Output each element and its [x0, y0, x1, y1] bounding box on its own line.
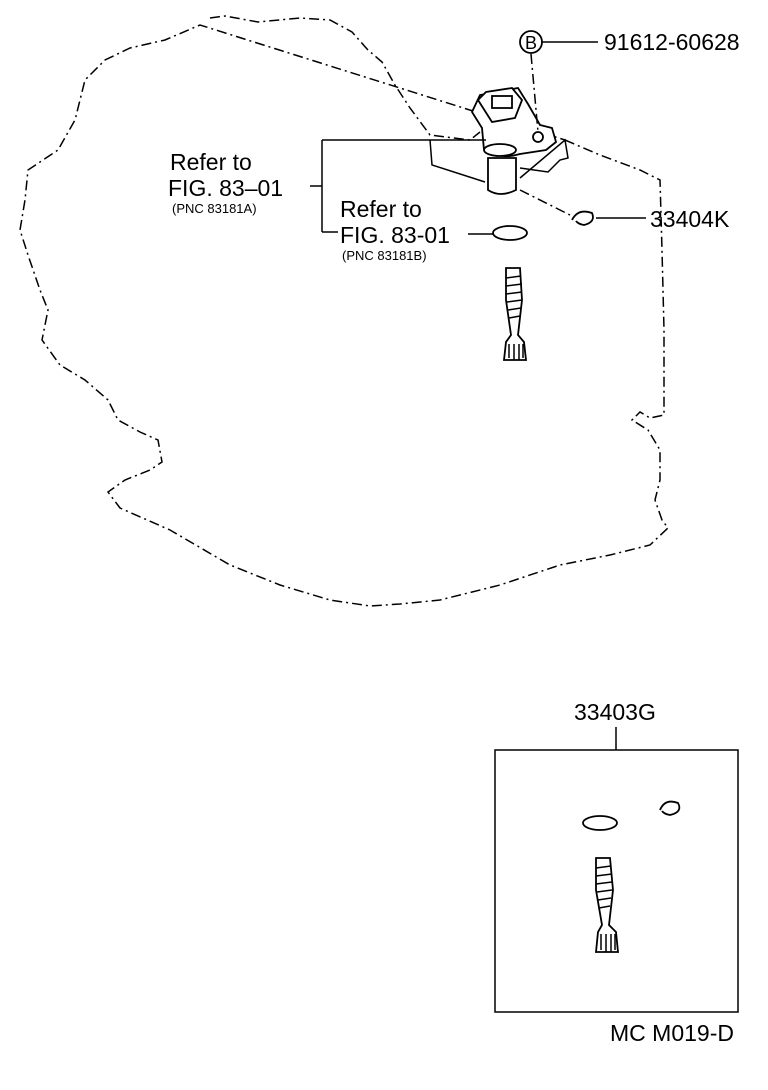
refer-a-leader [310, 139, 486, 233]
badge-b-label: B [525, 33, 537, 53]
kit-o-ring [582, 815, 618, 831]
callout-refer-a: Refer to FIG. 83–01 (PNC 83181A) [168, 139, 486, 233]
callout-refer-b: Refer to FIG. 83-01 (PNC 83181B) [340, 196, 494, 263]
kit-driven-gear-shaft [595, 857, 619, 953]
clip-dash-leader [519, 189, 571, 216]
bolt-part-number: 91612-60628 [604, 29, 740, 55]
clip-part-number: 33404K [650, 206, 730, 232]
transmission-case-outline [19, 15, 670, 607]
refer-a-figure: FIG. 83–01 [168, 175, 283, 201]
kit-33403g: 33403G [494, 699, 739, 1013]
refer-b-figure: FIG. 83-01 [340, 222, 450, 248]
kit-box [494, 749, 739, 1013]
refer-a-pnc: (PNC 83181A) [172, 201, 257, 216]
kit-clip [659, 800, 681, 816]
speed-sensor [470, 87, 558, 195]
refer-a-line1: Refer to [170, 149, 252, 175]
sensor-mount-boss [429, 138, 569, 183]
callout-clip: 33404K [519, 189, 730, 232]
figure-code: MC M019-D [610, 1020, 734, 1046]
refer-b-line1: Refer to [340, 196, 422, 222]
callout-bolt: B 91612-60628 [519, 29, 740, 133]
refer-b-pnc: (PNC 83181B) [342, 248, 427, 263]
clip [571, 210, 594, 226]
o-ring [492, 225, 528, 241]
kit-part-number: 33403G [574, 699, 656, 725]
driven-gear-shaft [502, 267, 528, 361]
bolt-dash-leader [530, 53, 539, 133]
